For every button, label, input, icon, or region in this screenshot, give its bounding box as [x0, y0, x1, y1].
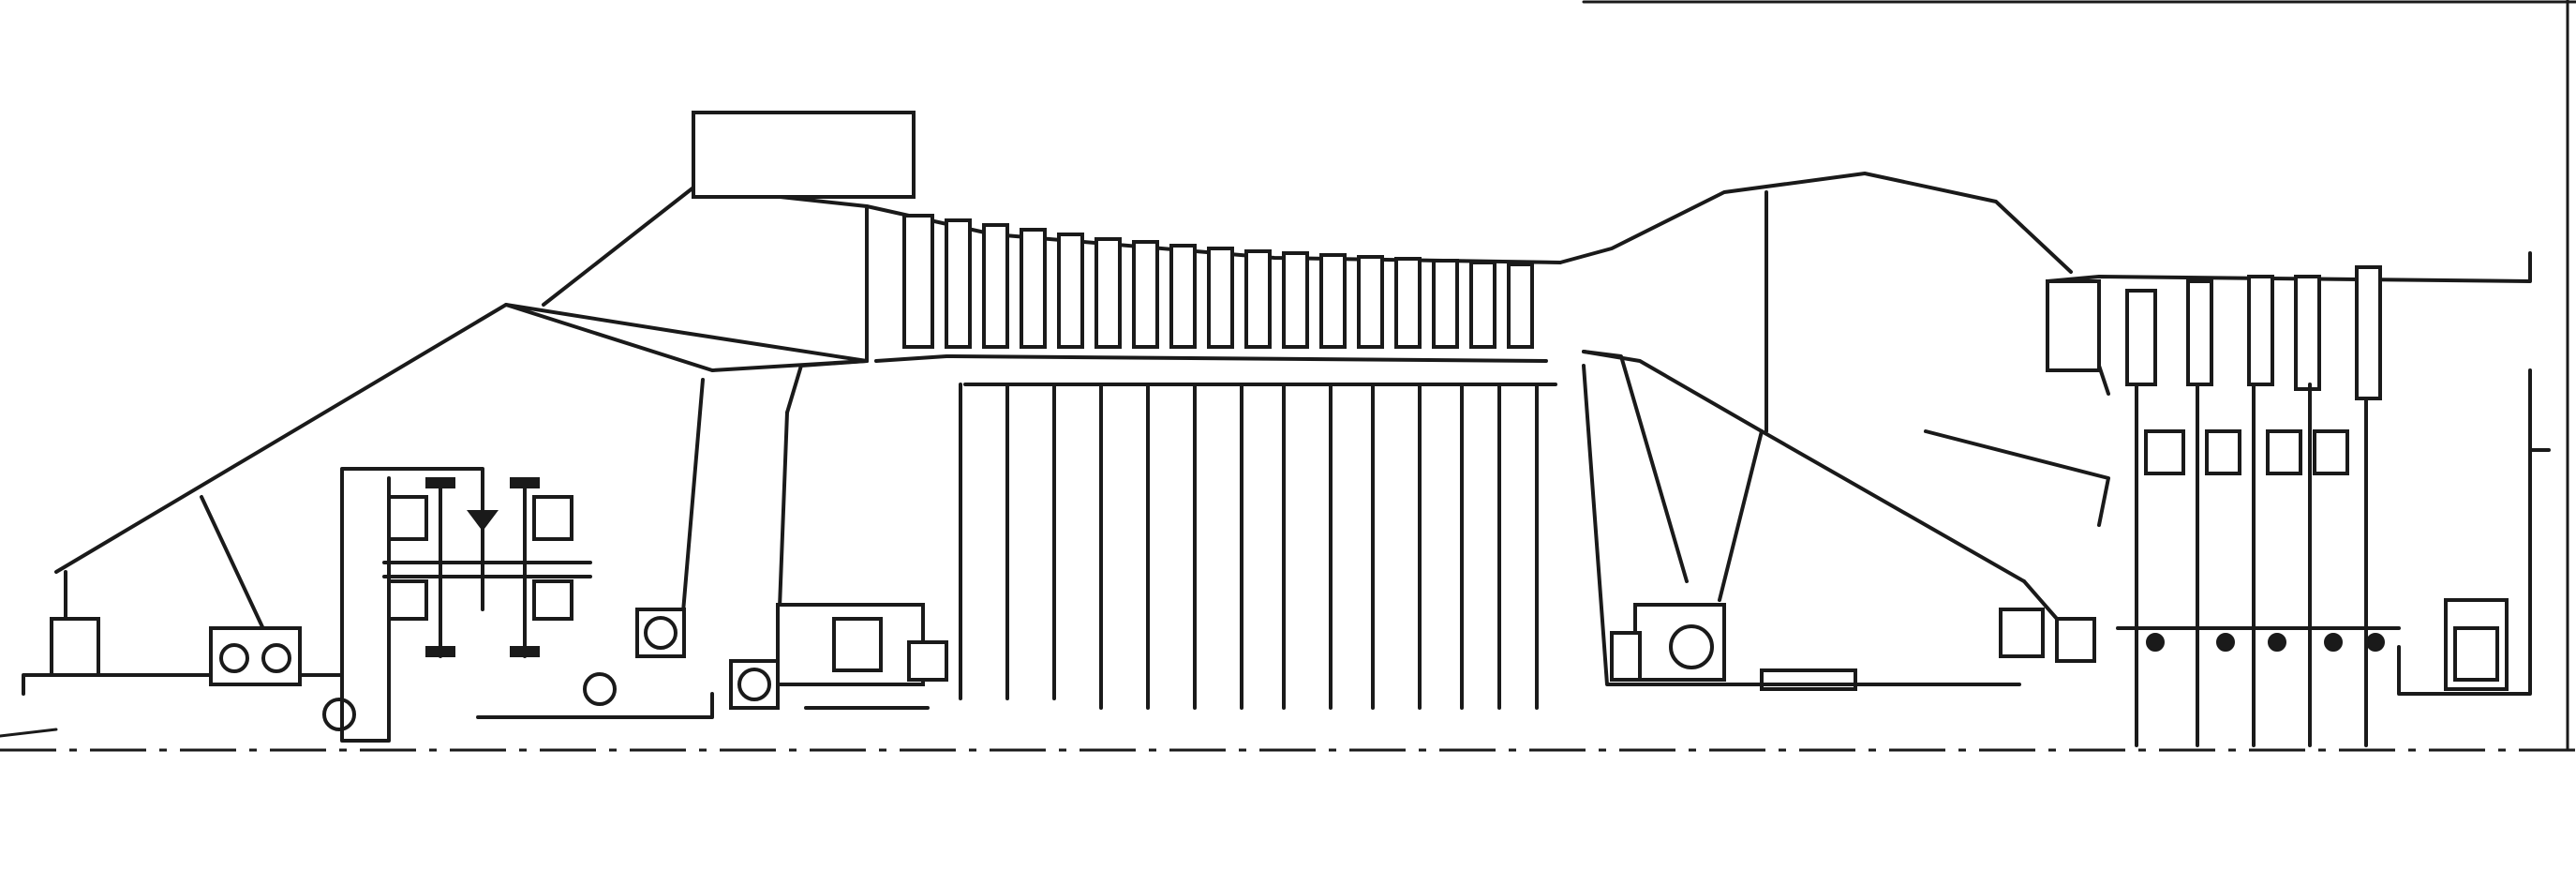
accessory-gearbox: [50, 477, 948, 731]
compressor-section: [865, 204, 1562, 710]
combustor-section: [1558, 172, 2073, 691]
inlet-casing: [22, 111, 916, 743]
exhaust-section: [1999, 448, 2532, 696]
engine-centerline: [0, 0, 2576, 752]
turbine-section: [1924, 251, 2551, 747]
